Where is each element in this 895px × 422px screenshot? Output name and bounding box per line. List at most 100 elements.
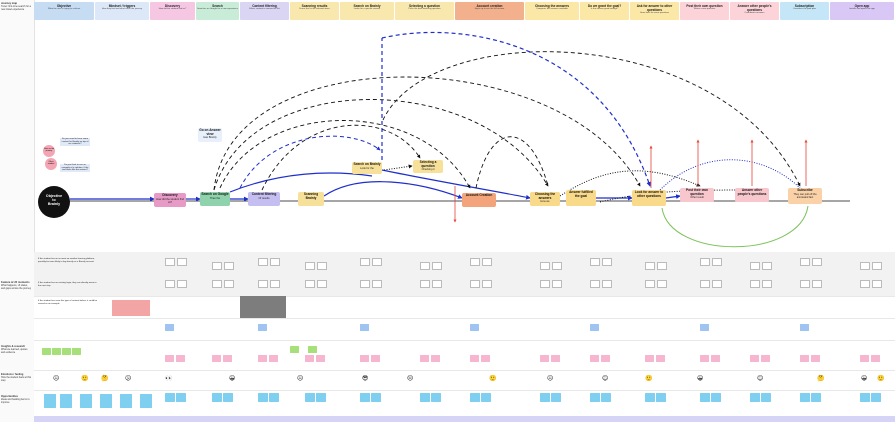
insight-sticky[interactable] [212, 355, 221, 362]
screen-thumbnail[interactable] [177, 258, 187, 266]
insight-sticky[interactable] [761, 355, 770, 362]
screen-thumbnail[interactable] [432, 262, 442, 270]
green-sticky[interactable] [72, 348, 81, 355]
insight-sticky[interactable] [800, 355, 809, 362]
screen-thumbnail[interactable] [305, 262, 315, 270]
screen-thumbnail[interactable] [860, 262, 870, 270]
opportunity-sticky[interactable] [176, 393, 186, 402]
insight-sticky[interactable] [750, 355, 759, 362]
insight-sticky[interactable] [811, 355, 820, 362]
screen-thumbnail[interactable] [762, 262, 772, 270]
insight-sticky[interactable] [371, 355, 380, 362]
screen-thumbnail[interactable] [305, 280, 315, 288]
screen-thumbnail[interactable] [212, 280, 222, 288]
screen-thumbnail[interactable] [360, 258, 370, 266]
green-sticky[interactable] [290, 346, 299, 353]
screen-thumbnail[interactable] [224, 262, 234, 270]
screen-thumbnail[interactable] [224, 280, 234, 288]
insight-sticky[interactable] [645, 355, 654, 362]
insight-sticky[interactable] [305, 355, 314, 362]
insight-sticky[interactable] [258, 355, 267, 362]
screen-thumbnail[interactable] [482, 280, 492, 288]
green-sticky[interactable] [52, 348, 61, 355]
screen-thumbnail[interactable] [317, 280, 327, 288]
insight-sticky[interactable] [700, 355, 709, 362]
screen-thumbnail[interactable] [482, 258, 492, 266]
screen-thumbnail[interactable] [645, 262, 655, 270]
opportunity-sticky[interactable] [700, 393, 710, 402]
insight-sticky[interactable] [176, 355, 185, 362]
stage-card-scanning[interactable]: Scanning Brainly [298, 192, 324, 206]
screen-thumbnail[interactable] [177, 280, 187, 288]
stage-card-goal[interactable]: Answer fulfilled the goal [566, 190, 596, 206]
screen-thumbnail[interactable] [372, 258, 382, 266]
opportunity-sticky[interactable] [269, 393, 279, 402]
green-sticky[interactable] [62, 348, 71, 355]
insight-sticky[interactable] [316, 355, 325, 362]
insight-sticky[interactable] [551, 355, 560, 362]
feature-sticky[interactable] [360, 324, 369, 331]
screen-thumbnail[interactable] [552, 262, 562, 270]
insight-sticky[interactable] [269, 355, 278, 362]
insight-sticky[interactable] [871, 355, 880, 362]
screen-thumbnail[interactable] [657, 262, 667, 270]
screen-thumbnail[interactable] [645, 280, 655, 288]
opportunity-sticky[interactable] [223, 393, 233, 402]
screen-thumbnail[interactable] [165, 280, 175, 288]
insight-sticky[interactable] [481, 355, 490, 362]
opportunity-sticky[interactable] [258, 393, 268, 402]
opportunity-sticky[interactable] [645, 393, 655, 402]
screen-thumbnail[interactable] [420, 262, 430, 270]
opportunity-sticky[interactable] [540, 393, 550, 402]
opportunity-sticky[interactable] [711, 393, 721, 402]
screen-thumbnail[interactable] [800, 280, 810, 288]
opportunity-sticky[interactable] [551, 393, 561, 402]
opportunity-sticky[interactable] [120, 394, 132, 408]
insight-sticky[interactable] [590, 355, 599, 362]
screen-thumbnail[interactable] [420, 280, 430, 288]
green-sticky[interactable] [42, 348, 51, 355]
screen-thumbnail[interactable] [470, 280, 480, 288]
opportunity-sticky[interactable] [656, 393, 666, 402]
feature-sticky[interactable] [700, 324, 709, 331]
opportunity-sticky[interactable] [212, 393, 222, 402]
insight-sticky[interactable] [223, 355, 232, 362]
insight-sticky[interactable] [656, 355, 665, 362]
screen-thumbnail[interactable] [470, 258, 480, 266]
opportunity-sticky[interactable] [470, 393, 480, 402]
opportunity-sticky[interactable] [860, 393, 870, 402]
screen-thumbnail[interactable] [360, 280, 370, 288]
screen-thumbnail[interactable] [258, 258, 268, 266]
opportunity-sticky[interactable] [481, 393, 491, 402]
screen-thumbnail[interactable] [270, 258, 280, 266]
opportunity-sticky[interactable] [590, 393, 600, 402]
opportunity-sticky[interactable] [800, 393, 810, 402]
screen-thumbnail[interactable] [812, 280, 822, 288]
green-sticky[interactable] [308, 346, 317, 353]
screen-thumbnail[interactable] [750, 280, 760, 288]
screen-thumbnail[interactable] [812, 258, 822, 266]
opportunity-sticky[interactable] [871, 393, 881, 402]
screen-thumbnail[interactable] [540, 262, 550, 270]
opportunity-sticky[interactable] [601, 393, 611, 402]
screen-thumbnail[interactable] [212, 262, 222, 270]
screen-thumbnail[interactable] [258, 280, 268, 288]
opportunity-sticky[interactable] [761, 393, 771, 402]
opportunity-sticky[interactable] [360, 393, 370, 402]
screen-thumbnail[interactable] [165, 258, 175, 266]
insight-sticky[interactable] [711, 355, 720, 362]
opportunity-sticky[interactable] [420, 393, 430, 402]
screen-thumbnail[interactable] [602, 280, 612, 288]
opportunity-sticky[interactable] [371, 393, 381, 402]
screen-thumbnail[interactable] [712, 258, 722, 266]
feature-sticky[interactable] [470, 324, 479, 331]
screen-thumbnail[interactable] [590, 258, 600, 266]
